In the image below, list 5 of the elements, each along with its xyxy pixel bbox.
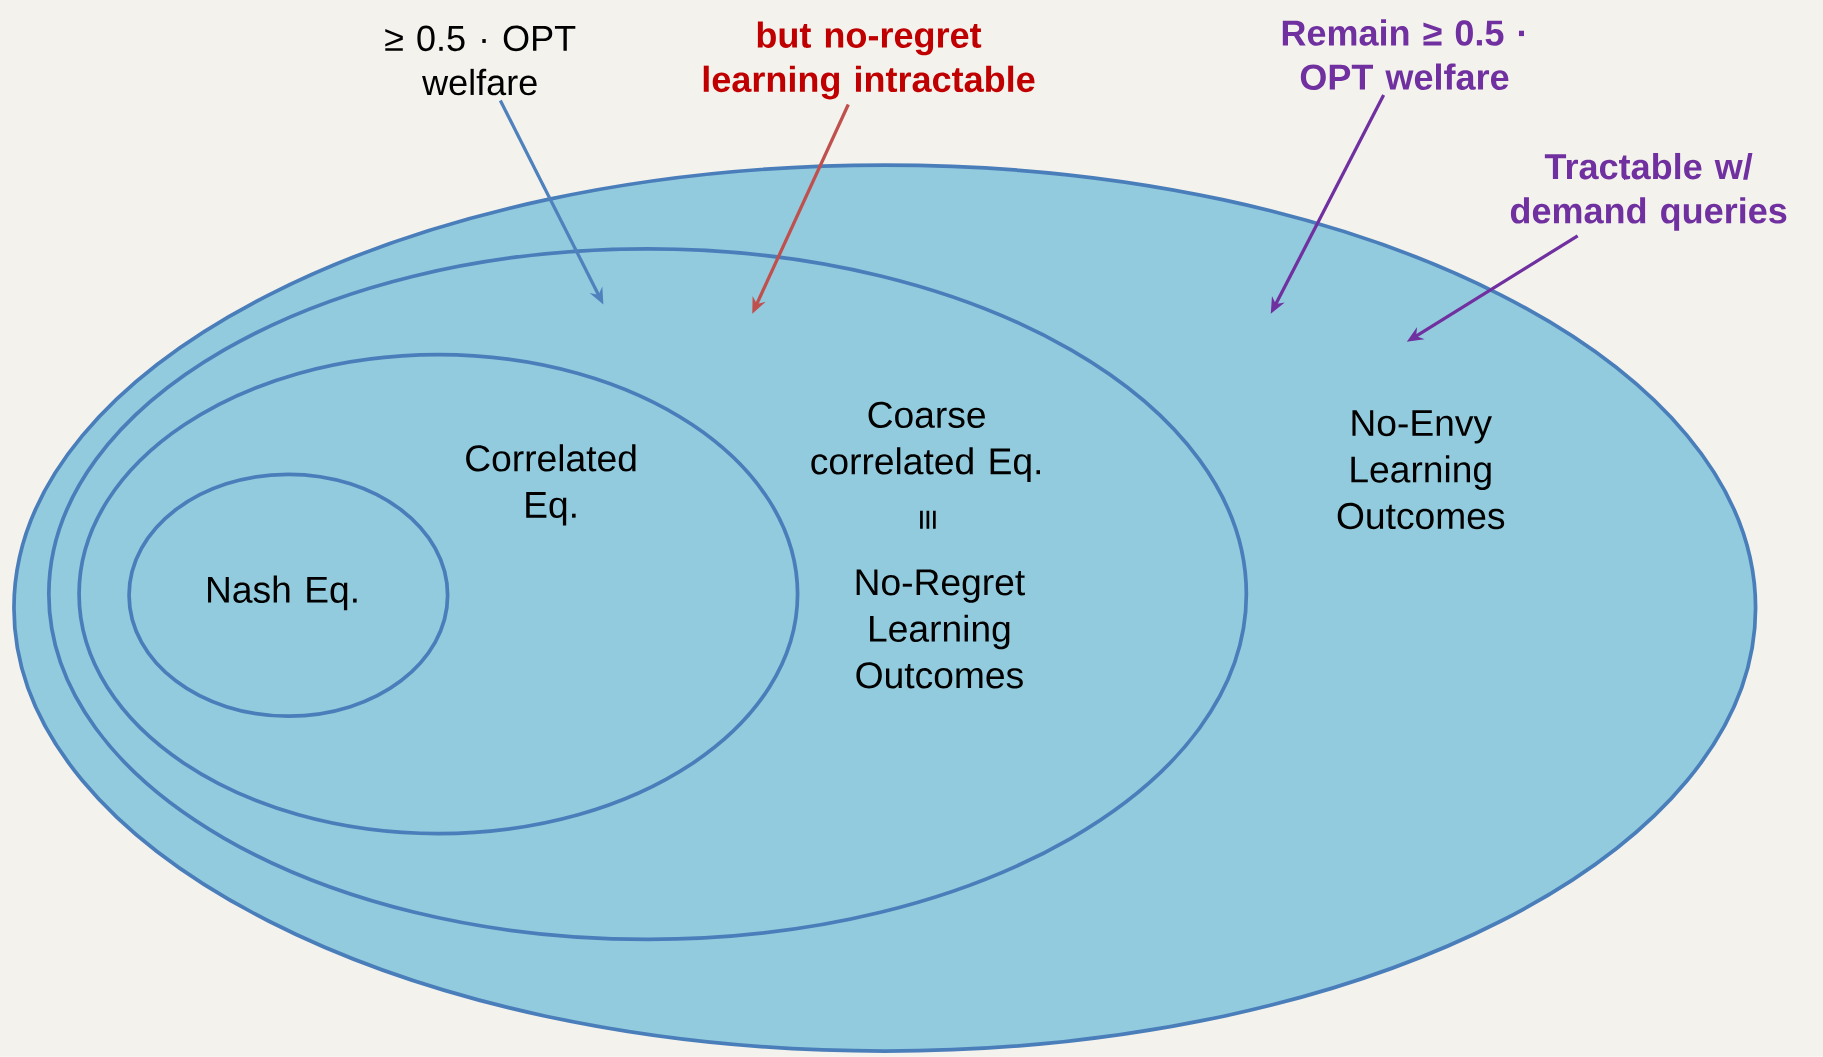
ellipse-region: Nash Eq. <box>127 472 450 719</box>
annotation-text: Tractable w/ demand queries <box>1510 153 1787 231</box>
annotation-text: Remain ≥ 0.5 · OPT welfare <box>1282 19 1525 91</box>
annotation-text: but no-regret learning intractable <box>703 21 1035 100</box>
annotation-text: ≥ 0.5 · OPT welfare <box>385 25 576 96</box>
